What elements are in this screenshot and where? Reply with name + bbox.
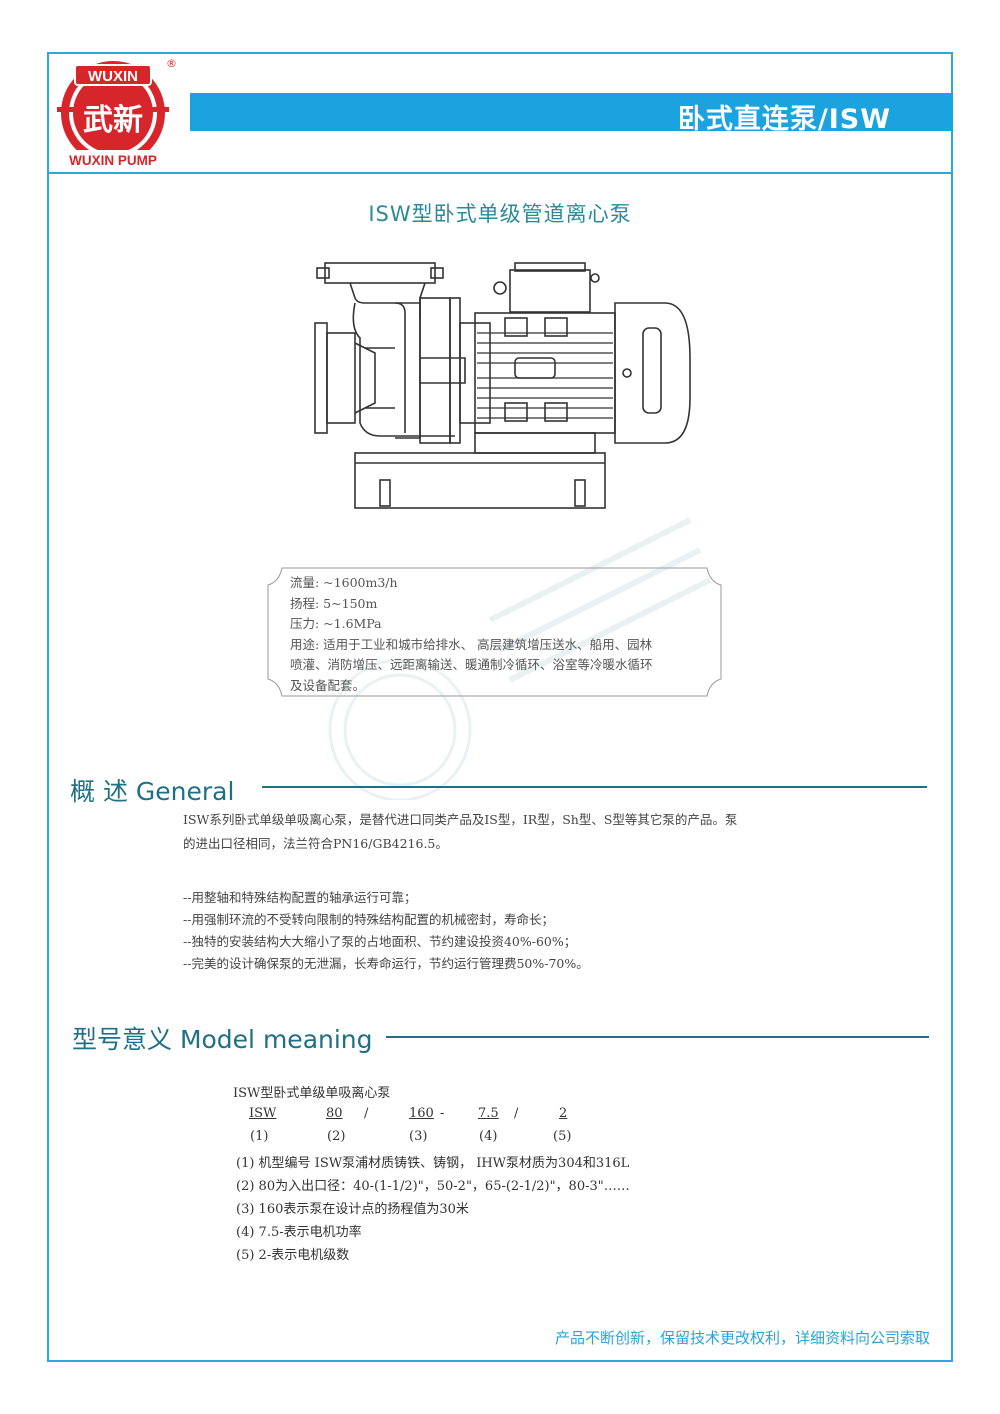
- wuxin-logo: WUXIN 武新 WUXIN PUMP ®: [55, 55, 185, 170]
- header-title-bar: 卧式直连泵/ISW: [190, 93, 953, 135]
- model-heading: ISW型卧式单级单吸离心泵: [233, 1086, 391, 1101]
- logo-top-text: WUXIN: [88, 68, 138, 85]
- overview-title: 概 述 General: [70, 777, 235, 806]
- header-title: 卧式直连泵/ISW: [677, 104, 891, 135]
- spec-usage-line3: 及设备配套。: [290, 677, 366, 693]
- model-index-4: (4): [479, 1129, 498, 1144]
- model-explanation: (1) 机型编号 ISW泵浦材质铸铁、铸钢， IHW泵材质为304和316L: [236, 1156, 630, 1171]
- model-title: 型号意义 Model meaning: [72, 1025, 373, 1054]
- spec-usage-line1: 用途: 适用于工业和城市给排水、 高层建筑增压送水、船用、园林: [290, 636, 653, 652]
- overview-para-line2: 的进出口径相同，法兰符合PN16/GB4216.5。: [183, 836, 448, 851]
- model-sep-1: /: [364, 1106, 369, 1121]
- model-rule: [386, 1036, 929, 1038]
- model-explanation: (2) 80为入出口径：40-(1-1/2)"，50-2"，65-(2-1/2)…: [236, 1179, 630, 1194]
- model-explanation: (5) 2-表示电机级数: [236, 1248, 350, 1263]
- model-explanation: (4) 7.5-表示电机功率: [236, 1225, 362, 1240]
- spec-usage-line2: 喷灌、消防增压、远距离输送、暖通制冷循环、浴室等冷暖水循环: [290, 657, 653, 672]
- product-title: ISW型卧式单级管道离心泵: [368, 202, 632, 226]
- overview-bullet: --独特的安装结构大大缩小了泵的占地面积、节约建设投资40%-60%；: [183, 934, 577, 949]
- specs-box: 流量: ~1600m3/h 扬程: 5~150m 压力: ~1.6MPa 用途:…: [267, 567, 722, 697]
- spec-pressure: 压力: ~1.6MPa: [290, 616, 382, 631]
- overview-bullet: --完美的设计确保泵的无泄漏，长寿命运行，节约运行管理费50%-70%。: [183, 956, 589, 971]
- footer-note: 产品不断创新，保留技术更改权利，详细资料向公司索取: [554, 1329, 930, 1347]
- spec-head: 扬程: 5~150m: [290, 595, 378, 611]
- header-divider: [47, 172, 953, 174]
- logo-chinese: 武新: [83, 103, 143, 138]
- model-sep-2: -: [440, 1106, 445, 1121]
- registered-mark: ®: [166, 57, 177, 70]
- model-index-2: (2): [327, 1129, 346, 1144]
- watermark-seal: [290, 500, 730, 802]
- model-part-4: 7.5: [478, 1106, 499, 1121]
- model-part-3: 160: [409, 1106, 434, 1121]
- model-part-1: ISW: [249, 1106, 277, 1121]
- page-frame: [47, 52, 953, 1362]
- overview-bullet: --用强制环流的不受转向限制的特殊结构配置的机械密封，寿命长；: [183, 912, 554, 927]
- pump-illustration: [305, 258, 705, 518]
- model-part-5: 2: [559, 1106, 568, 1121]
- overview-bullet: --用整轴和特殊结构配置的轴承运行可靠；: [183, 890, 417, 905]
- model-explanation: (3) 160表示泵在设计点的扬程值为30米: [236, 1202, 469, 1217]
- model-index-5: (5): [553, 1129, 572, 1144]
- overview-rule: [262, 786, 927, 788]
- logo-bottom-text: WUXIN PUMP: [69, 153, 157, 168]
- overview-para-line1: ISW系列卧式单级单吸离心泵，是替代进口同类产品及IS型，IR型，Sh型、S型等…: [183, 812, 738, 827]
- model-sep-3: /: [514, 1106, 519, 1121]
- model-index-1: (1): [250, 1129, 269, 1144]
- spec-flow: 流量: ~1600m3/h: [290, 575, 398, 590]
- model-index-3: (3): [409, 1129, 428, 1144]
- model-part-2: 80: [326, 1106, 343, 1121]
